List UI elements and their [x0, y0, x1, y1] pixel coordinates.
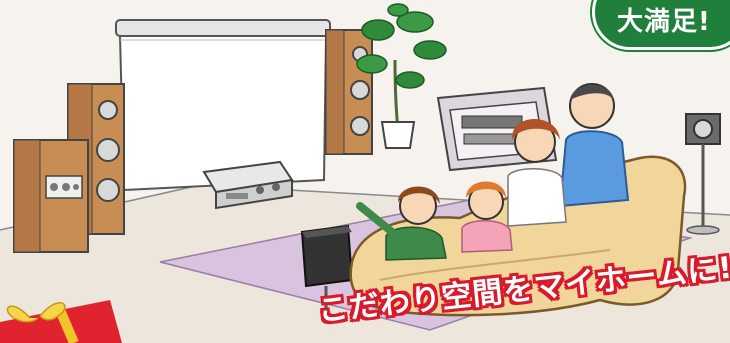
speaker-icon [685, 113, 721, 235]
subwoofer-icon [300, 224, 354, 310]
family-illustration [356, 83, 630, 261]
speaker-icon [13, 139, 89, 253]
corner-badge: 大満足! [592, 0, 730, 50]
gift-box-icon [0, 300, 122, 343]
corner-badge-text: 大満足! [617, 7, 711, 37]
speaker-icon [325, 29, 373, 155]
potted-plant-icon [356, 3, 447, 149]
av-receiver-icon [202, 160, 294, 210]
projector-screen-icon [115, 19, 331, 192]
